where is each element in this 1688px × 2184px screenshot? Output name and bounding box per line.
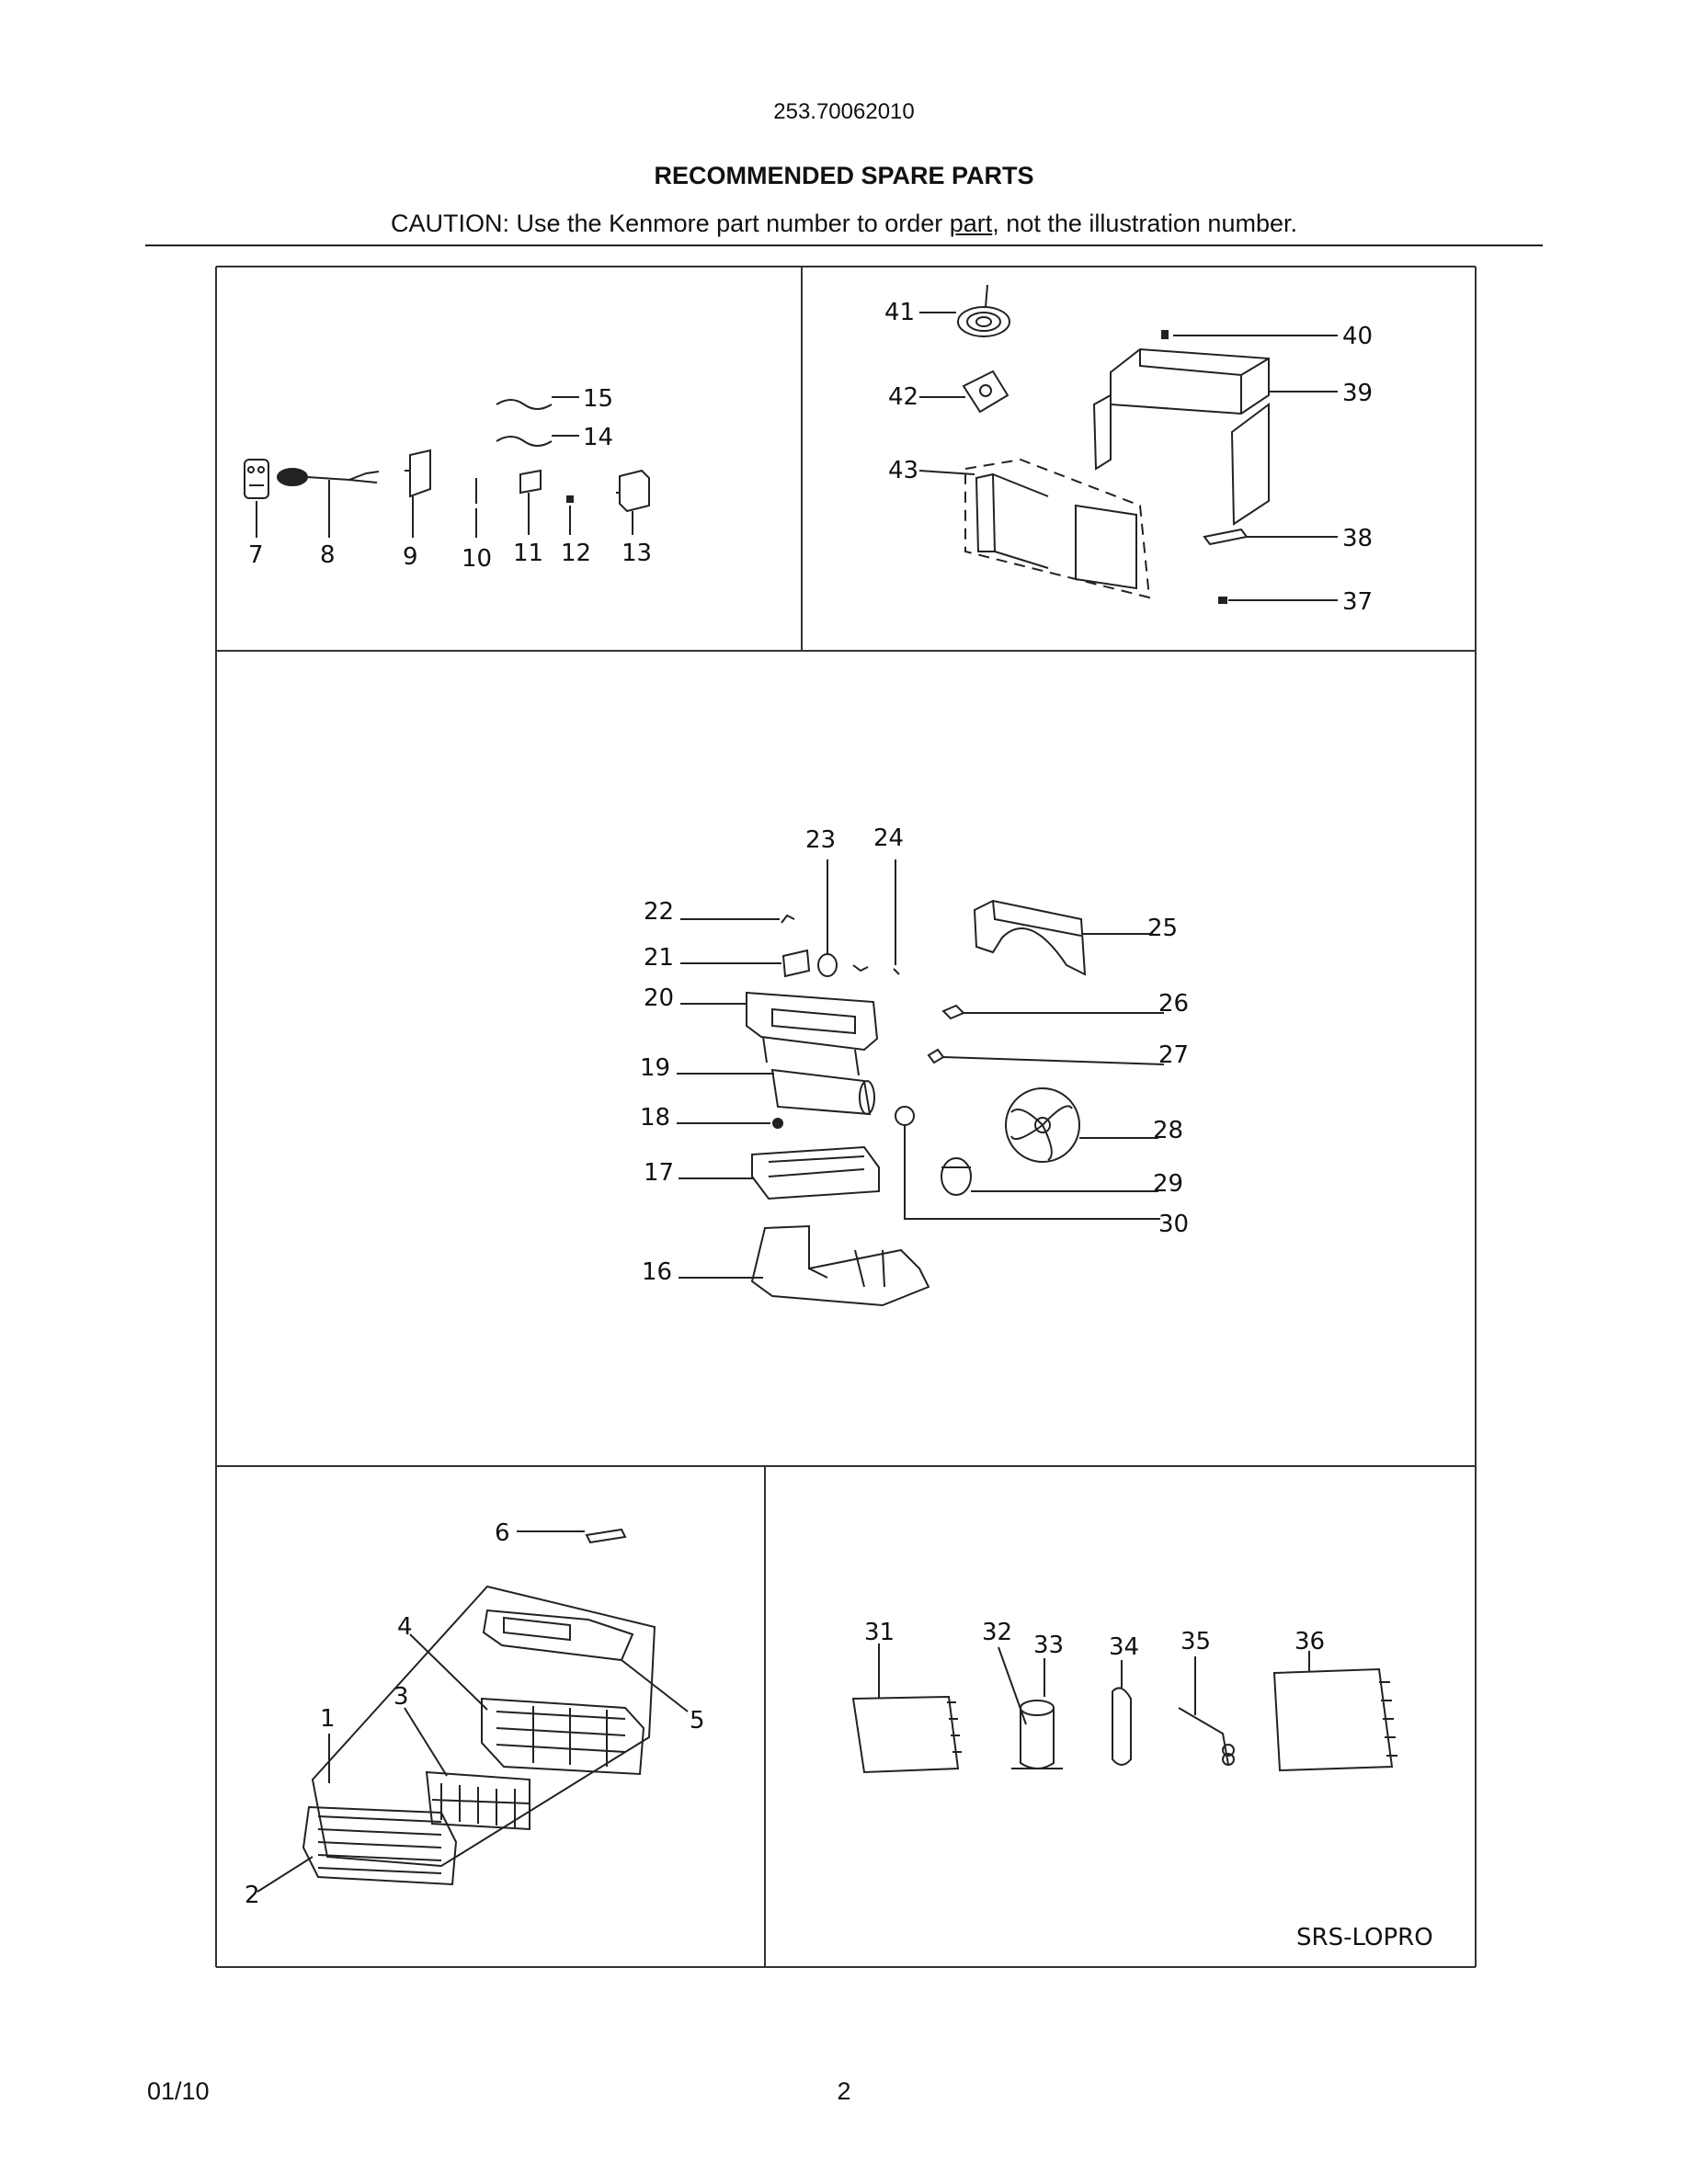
labels-bottom-left: 6 4 3 1 5 2 bbox=[245, 1519, 705, 1909]
panel-bottom-left bbox=[257, 1528, 689, 1893]
part-label-33: 33 bbox=[1033, 1632, 1064, 1659]
panel-frames bbox=[215, 266, 1477, 1968]
part-label-28: 28 bbox=[1153, 1117, 1183, 1144]
part-label-31: 31 bbox=[864, 1619, 895, 1646]
caution-note: CAUTION: Use the Kenmore part number to … bbox=[0, 210, 1688, 238]
part-label-34: 34 bbox=[1109, 1633, 1139, 1661]
part-label-16: 16 bbox=[642, 1258, 672, 1286]
part-label-32: 32 bbox=[982, 1619, 1012, 1646]
part-label-19: 19 bbox=[640, 1054, 670, 1082]
part-label-29: 29 bbox=[1153, 1170, 1183, 1198]
part-label-27: 27 bbox=[1158, 1041, 1189, 1069]
part-label-37: 37 bbox=[1342, 588, 1373, 616]
part-label-11: 11 bbox=[513, 540, 543, 567]
part-label-36: 36 bbox=[1295, 1628, 1325, 1655]
caution-suffix: , not the illustration number. bbox=[992, 210, 1297, 237]
caution-prefix: CAUTION: Use the Kenmore part number to … bbox=[391, 210, 950, 237]
part-label-41: 41 bbox=[884, 299, 915, 326]
model-number: 253.70062010 bbox=[773, 99, 915, 124]
page-title: RECOMMENDED SPARE PARTS bbox=[654, 162, 1034, 189]
part-label-26: 26 bbox=[1158, 990, 1189, 1018]
part-label-38: 38 bbox=[1342, 525, 1373, 552]
labels-middle: 23 24 22 25 21 20 26 27 19 18 28 17 29 3… bbox=[640, 825, 1189, 1286]
part-label-30: 30 bbox=[1158, 1211, 1189, 1238]
part-label-25: 25 bbox=[1147, 915, 1178, 942]
part-label-14: 14 bbox=[583, 424, 613, 451]
part-label-24: 24 bbox=[873, 825, 904, 852]
part-label-7: 7 bbox=[248, 541, 264, 569]
part-label-4: 4 bbox=[397, 1613, 413, 1641]
page-number: 2 bbox=[837, 2077, 851, 2105]
panel-top-right bbox=[918, 284, 1338, 604]
part-label-10: 10 bbox=[462, 545, 492, 573]
part-label-6: 6 bbox=[495, 1519, 510, 1547]
part-label-42: 42 bbox=[888, 383, 918, 411]
part-label-17: 17 bbox=[644, 1159, 674, 1187]
part-label-21: 21 bbox=[644, 944, 674, 972]
labels-bottom-right: 31 32 33 34 35 36 SRS-LOPRO bbox=[864, 1619, 1433, 1951]
part-label-15: 15 bbox=[583, 385, 613, 413]
caution-link: part bbox=[949, 210, 993, 237]
part-label-3: 3 bbox=[393, 1683, 409, 1711]
part-label-35: 35 bbox=[1180, 1628, 1211, 1655]
part-label-5: 5 bbox=[690, 1707, 705, 1735]
part-label-13: 13 bbox=[622, 540, 652, 567]
labels-top-right: 41 40 42 39 43 38 37 bbox=[884, 299, 1373, 616]
diagram-code: SRS-LOPRO bbox=[1296, 1924, 1433, 1951]
labels-top-left: 7 8 9 10 11 12 13 14 15 bbox=[248, 385, 652, 573]
part-label-22: 22 bbox=[644, 898, 674, 926]
panel-bottom-right bbox=[851, 1644, 1397, 1774]
header-rule bbox=[145, 245, 1543, 246]
part-label-40: 40 bbox=[1342, 323, 1373, 350]
part-label-23: 23 bbox=[805, 826, 836, 854]
part-label-18: 18 bbox=[640, 1104, 670, 1132]
footer-date: 01/10 bbox=[147, 2077, 210, 2105]
panel-top-left bbox=[244, 396, 650, 538]
part-label-12: 12 bbox=[561, 540, 591, 567]
panel-middle bbox=[677, 859, 1165, 1307]
part-label-43: 43 bbox=[888, 457, 918, 484]
part-label-39: 39 bbox=[1342, 380, 1373, 407]
part-label-8: 8 bbox=[320, 541, 336, 569]
part-label-20: 20 bbox=[644, 984, 674, 1012]
part-label-9: 9 bbox=[403, 543, 418, 571]
part-label-1: 1 bbox=[320, 1705, 336, 1733]
part-label-2: 2 bbox=[245, 1882, 260, 1909]
